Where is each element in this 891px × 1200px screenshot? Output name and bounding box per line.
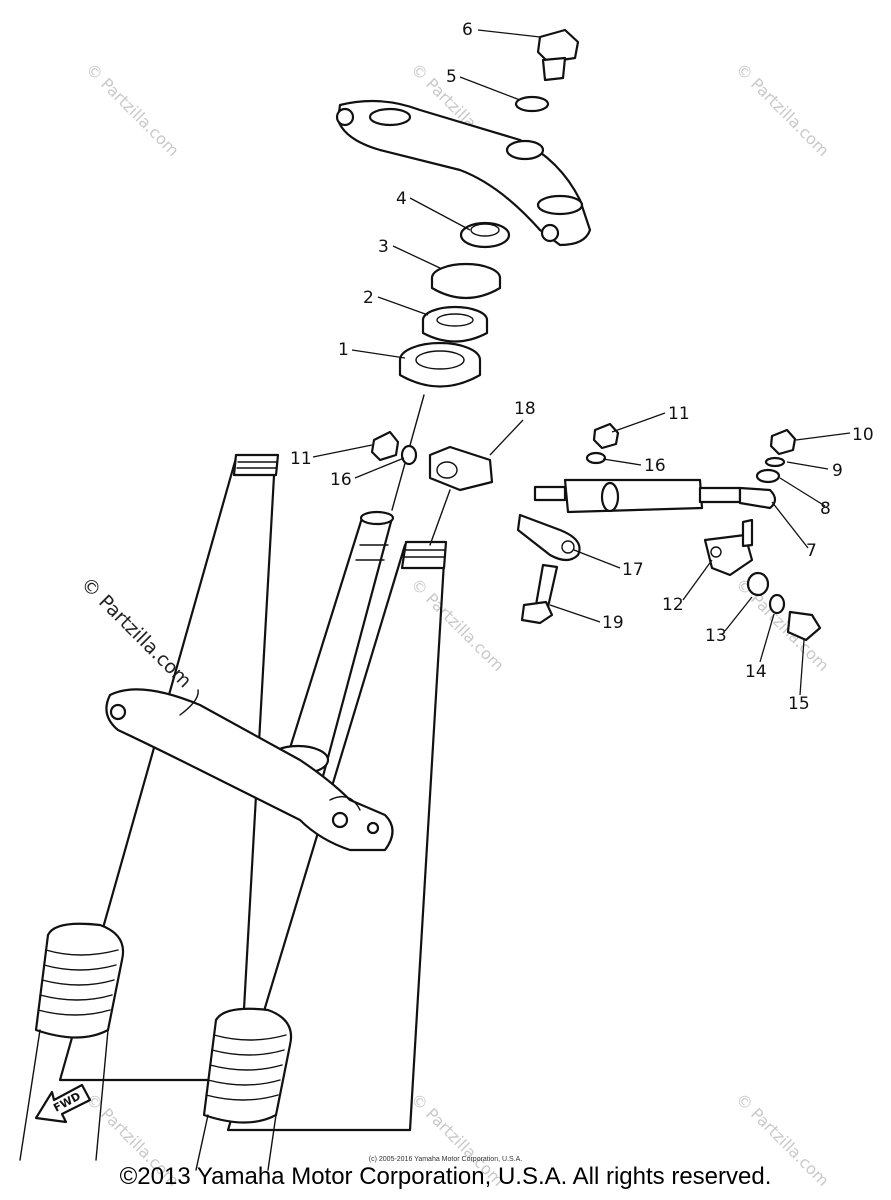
callout-14: 14 [745, 662, 767, 682]
part-washer-13 [746, 571, 770, 597]
part-bolt-15 [786, 610, 822, 642]
callout-3: 3 [378, 237, 389, 257]
lower-bracket [105, 688, 394, 852]
part-washer-8 [755, 468, 781, 484]
callout-16: 16 [330, 470, 352, 490]
part-steering-damper [533, 478, 742, 514]
part-ring-nut-4 [459, 221, 511, 249]
copyright-text: ©2013 Yamaha Motor Corporation, U.S.A. A… [119, 1163, 772, 1190]
callout-19: 19 [602, 613, 624, 633]
watermark-dark: © Partzilla.com [76, 573, 195, 692]
part-nut-10 [769, 428, 797, 456]
fwd-arrow-icon: FWD [34, 1083, 92, 1124]
part-washer-14 [768, 593, 786, 615]
part-bearing-2 [421, 305, 489, 343]
part-washer-16b [585, 451, 607, 465]
watermark: © Partzilla.com [407, 574, 508, 675]
part-bolt-19 [520, 563, 559, 625]
part-washer-16 [400, 444, 418, 466]
part-cover-3 [430, 262, 502, 299]
callout-16b: 16 [644, 456, 666, 476]
callout-13: 13 [705, 626, 727, 646]
part-nut-11b [592, 422, 620, 450]
callout-5: 5 [446, 67, 457, 87]
callout-11: 11 [290, 449, 312, 469]
callout-15: 15 [788, 694, 810, 714]
callout-12: 12 [662, 595, 684, 615]
callout-17: 17 [622, 560, 644, 580]
callout-9: 9 [832, 461, 843, 481]
watermark: © Partzilla.com [82, 59, 183, 160]
callout-11b: 11 [668, 404, 690, 424]
watermark: © Partzilla.com [732, 59, 833, 160]
upper-bracket [335, 99, 592, 247]
part-bolt-6 [536, 28, 580, 82]
copyright-small-text: (c) 2005-2016 Yamaha Motor Corporation, … [368, 1156, 523, 1163]
part-bracket-12 [703, 518, 754, 577]
callout-8: 8 [820, 499, 831, 519]
part-clamp-18 [428, 445, 494, 492]
callout-4: 4 [396, 189, 407, 209]
leader-lines [312, 29, 851, 696]
callout-1: 1 [338, 340, 349, 360]
callout-10: 10 [852, 425, 874, 445]
callout-18: 18 [514, 399, 536, 419]
part-rod-end-7 [738, 486, 777, 510]
part-washer-5 [514, 95, 550, 113]
part-bearing-race-1 [398, 341, 482, 388]
part-nut-11 [370, 430, 400, 462]
callouts: 6 5 4 3 2 1 18 11 16 11 16 10 9 8 7 17 1… [290, 20, 874, 714]
part-washer-9 [764, 456, 786, 468]
callout-6: 6 [462, 20, 473, 40]
callout-7: 7 [806, 541, 817, 561]
right-fork-leg [195, 540, 448, 1171]
part-rod-end-17 [516, 513, 581, 562]
callout-2: 2 [363, 288, 374, 308]
